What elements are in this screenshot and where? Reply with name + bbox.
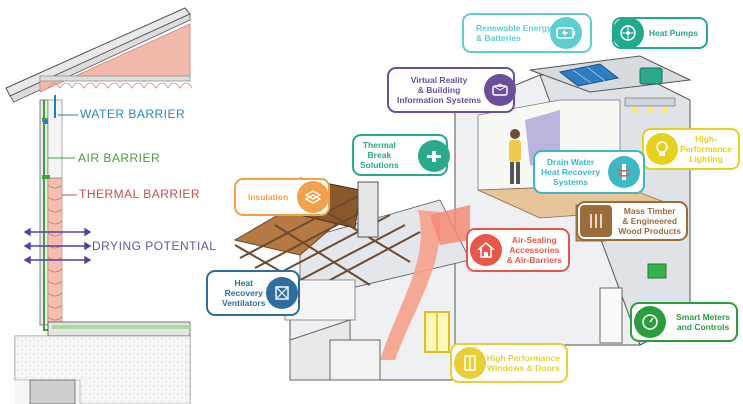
window-icon: [454, 347, 486, 379]
vr-headset-icon: [484, 74, 516, 106]
battery-icon: [550, 17, 582, 49]
water-barrier-label: WATER BARRIER: [80, 107, 186, 121]
person-figure: [509, 129, 521, 184]
house-icon: [470, 234, 502, 266]
heat-pump-icon: [612, 17, 644, 49]
drying-arrows: [23, 227, 92, 265]
drying-potential-label: DRYING POTENTIAL: [92, 239, 217, 253]
thermal-break-icon: [418, 140, 450, 172]
wall-section: [5, 7, 193, 404]
timber-icon: [580, 205, 612, 237]
insulation-icon: [297, 181, 329, 213]
ventilator-icon: [266, 277, 298, 309]
air-barrier-label: AIR BARRIER: [78, 151, 161, 165]
solar-panels: [558, 63, 620, 87]
drain-pipe-icon: [608, 156, 640, 188]
lightbulb-icon: [646, 133, 678, 165]
thermal-barrier-label: THERMAL BARRIER: [79, 187, 201, 201]
meter-gauge-icon: [634, 306, 666, 338]
